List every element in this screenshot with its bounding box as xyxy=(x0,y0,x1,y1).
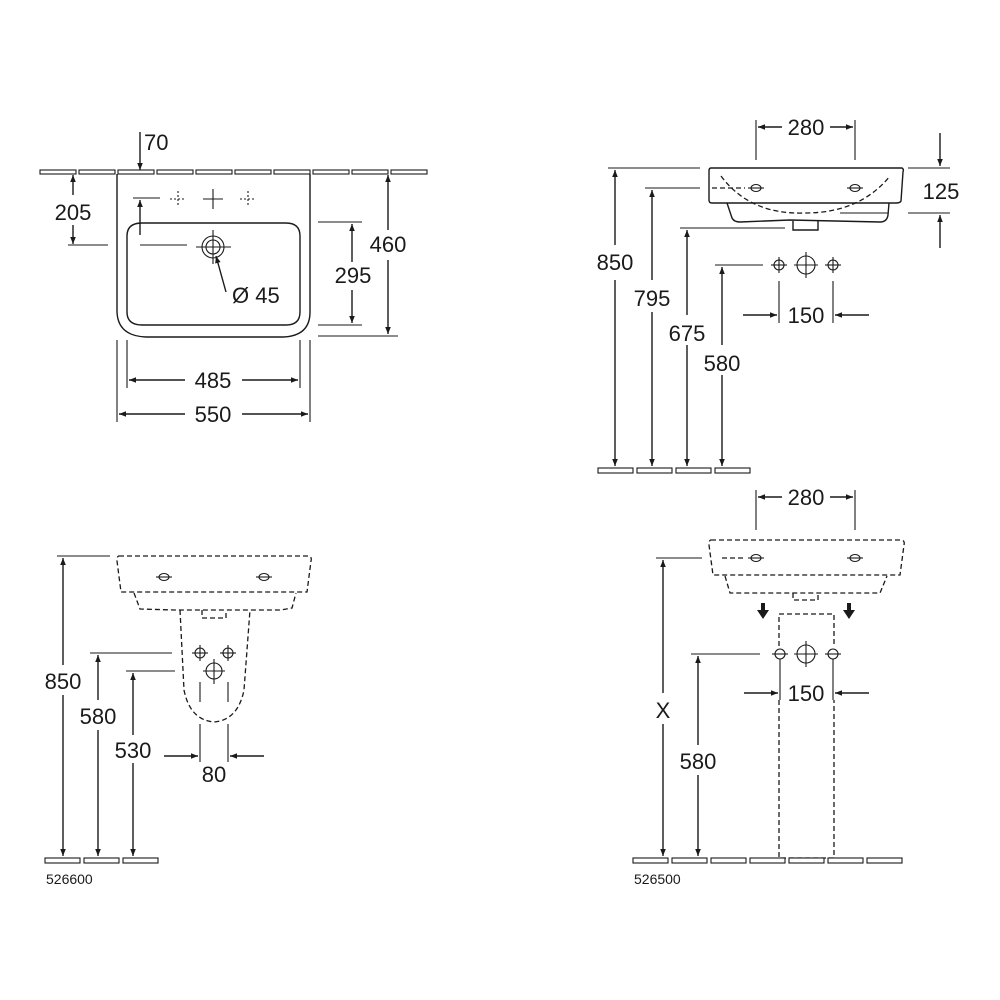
basin-underside xyxy=(726,202,890,223)
basin-dashed-outline xyxy=(708,539,905,576)
dim-basin-height: 125 xyxy=(923,179,960,204)
pedestal-dashed-outline xyxy=(179,609,251,723)
fixing-hole-left-icon xyxy=(156,572,172,582)
fixing-hole-left-icon xyxy=(748,183,764,193)
down-arrow-icon xyxy=(757,603,855,619)
dim-fixing-height: 795 xyxy=(634,286,671,311)
supply-holes-icon xyxy=(772,641,841,667)
column-view: 280 X 580 150 526500 xyxy=(632,485,905,887)
dim-waste-height: 530 xyxy=(115,738,152,763)
floor-strip xyxy=(597,467,751,474)
dim-supply-spacing: 150 xyxy=(788,681,825,706)
dim-bowl-depth: 295 xyxy=(335,263,372,288)
model-number: 526600 xyxy=(46,871,93,887)
drain-icon xyxy=(196,230,231,264)
top-view: 70 205 295 460 485 550 Ø 45 xyxy=(39,130,428,427)
tap-hole-left-icon xyxy=(170,191,186,207)
dim-supply-spacing: 150 xyxy=(788,303,825,328)
side-view: 280 125 850 795 675 580 xyxy=(597,115,960,474)
supply-holes-icon xyxy=(192,645,236,684)
basin-outline xyxy=(116,174,311,338)
fixing-hole-right-icon xyxy=(847,183,863,193)
basin-side-outline xyxy=(708,167,905,204)
dim-total-depth: 460 xyxy=(370,232,407,257)
dim-supply-height: 580 xyxy=(704,351,741,376)
dim-pedestal-width: 80 xyxy=(202,762,226,787)
dim-rim-height: 850 xyxy=(45,669,82,694)
dim-fixing-spacing: 280 xyxy=(788,485,825,510)
pedestal-view: 850 580 530 80 526600 xyxy=(44,555,312,887)
dim-fixing-spacing: 280 xyxy=(788,115,825,140)
dim-bowl-width: 485 xyxy=(195,368,232,393)
basin-bowl xyxy=(126,222,301,326)
dim-rim-height: 850 xyxy=(597,250,634,275)
dim-supply-height: 580 xyxy=(80,704,117,729)
dim-height-variable: X xyxy=(656,698,671,723)
tap-hole-center-icon xyxy=(203,189,223,209)
fixing-hole-left-icon xyxy=(748,553,764,563)
wall-strip xyxy=(39,169,428,175)
fixing-hole-right-icon xyxy=(256,572,272,582)
basin-dashed-outline xyxy=(116,555,312,593)
dim-drain-diameter: Ø 45 xyxy=(232,283,280,308)
floor-strip xyxy=(632,857,903,864)
fixing-hole-right-icon xyxy=(847,553,863,563)
supply-holes-icon xyxy=(771,252,841,278)
dim-supply-height: 580 xyxy=(680,749,717,774)
dim-tap-to-drain: 205 xyxy=(55,200,92,225)
dim-underside-height: 675 xyxy=(669,321,706,346)
model-number: 526500 xyxy=(634,871,681,887)
floor-strip xyxy=(44,857,159,864)
tap-hole-right-icon xyxy=(240,191,256,207)
dim-tap-offset: 70 xyxy=(144,130,168,155)
dim-total-width: 550 xyxy=(195,402,232,427)
